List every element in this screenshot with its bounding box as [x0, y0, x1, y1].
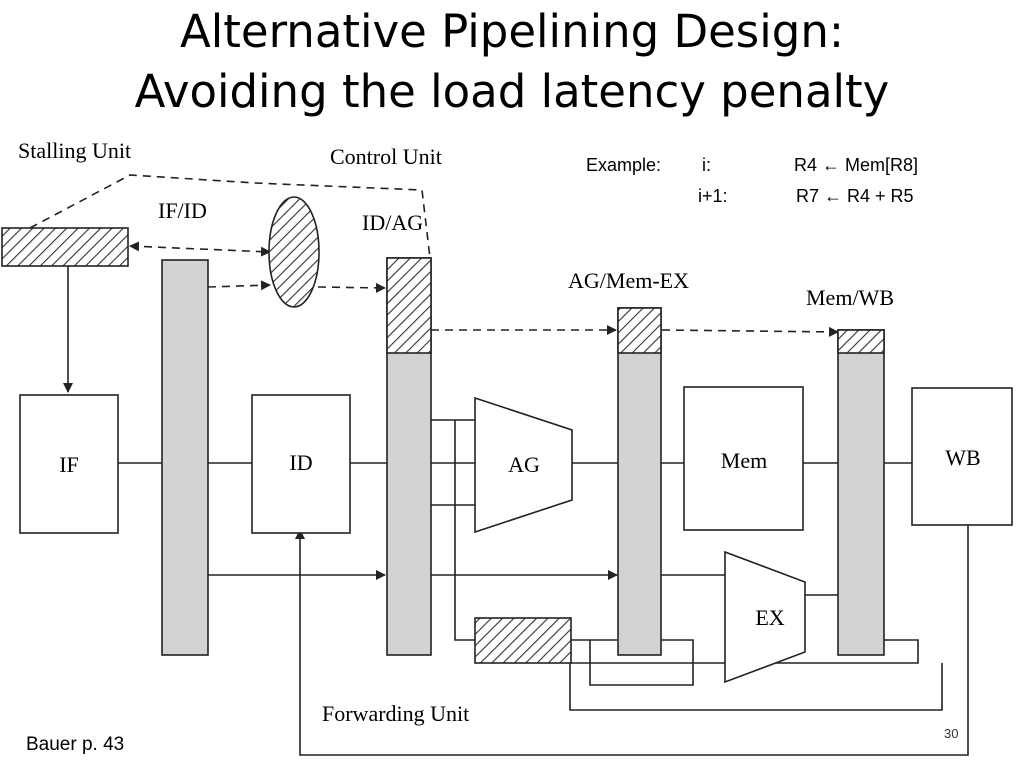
- control-unit-label: Control Unit: [330, 144, 442, 169]
- mem-wb-latch: [837, 329, 885, 656]
- wb-stage-label: WB: [945, 445, 980, 470]
- instruction-text: R7 ← R4 + R5: [796, 186, 914, 206]
- instruction-text: R4 ← Mem[R8]: [794, 155, 919, 175]
- ex-unit: [724, 550, 806, 684]
- control-links: [29, 174, 839, 337]
- page-number: 30: [944, 726, 959, 741]
- stalling-unit-block: [1, 227, 129, 267]
- if-id-latch: [161, 259, 209, 656]
- id-ag-control-field: [386, 257, 432, 354]
- ag-mem-ex-label: AG/Mem-EX: [568, 268, 689, 293]
- mem-stage: [683, 386, 804, 531]
- instruction-index: i+1:: [698, 186, 728, 206]
- example-label: Example:: [586, 155, 662, 175]
- ag-unit: [474, 396, 573, 534]
- if-stage: [19, 394, 119, 534]
- mem-wb-control-field: [837, 329, 885, 354]
- forwarding-unit-label: Forwarding Unit: [322, 701, 469, 726]
- source-citation: Bauer p. 43: [26, 734, 125, 755]
- example-row: Example: i: R4 ← Mem[R8]: [586, 150, 918, 181]
- mem-wb-label: Mem/WB: [806, 285, 894, 310]
- slide-title: Alternative Pipelining Design: Avoiding …: [0, 2, 1024, 122]
- example-box: Example: i: R4 ← Mem[R8] i+1: R7 ← R4 + …: [586, 150, 918, 212]
- stalling-unit-label: Stalling Unit: [18, 138, 131, 163]
- if-id-label: IF/ID: [158, 198, 207, 223]
- forwarding-unit-block: [474, 617, 572, 664]
- wb-stage: [911, 387, 1013, 526]
- id-ag-label: ID/AG: [362, 210, 423, 235]
- control-unit-block: [268, 196, 320, 308]
- id-stage-label: ID: [289, 450, 312, 475]
- ag-mem-ex-control-field: [617, 307, 662, 354]
- ag-unit-label: AG: [508, 452, 540, 477]
- title-line-2: Avoiding the load latency penalty: [134, 65, 890, 118]
- mem-stage-label: Mem: [721, 448, 767, 473]
- example-row: i+1: R7 ← R4 + R5: [586, 181, 918, 212]
- instruction-index: i:: [702, 155, 711, 175]
- ex-unit-label: EX: [755, 605, 784, 630]
- ag-mem-ex-latch: [617, 307, 662, 656]
- id-stage: [251, 394, 351, 534]
- if-stage-label: IF: [59, 452, 79, 477]
- title-line-1: Alternative Pipelining Design:: [179, 5, 845, 58]
